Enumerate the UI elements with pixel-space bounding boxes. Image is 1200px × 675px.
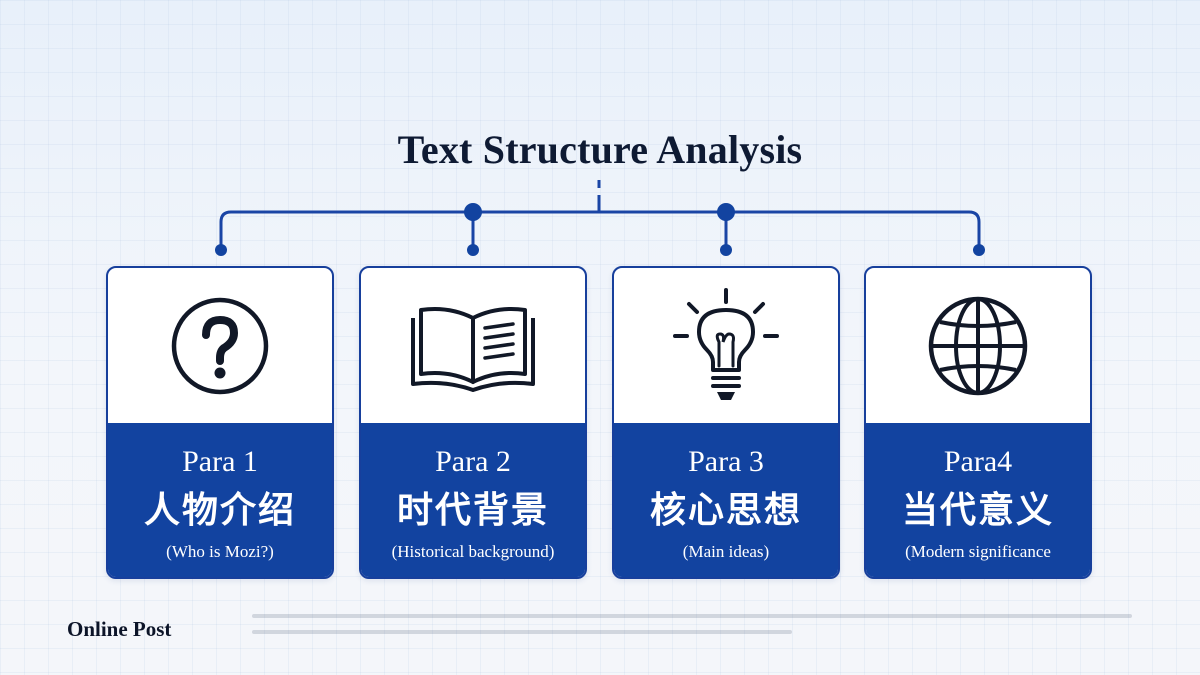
- card-para-3: Para 3 核心思想 (Main ideas): [612, 266, 840, 579]
- card-para-1: Para 1 人物介绍 (Who is Mozi?): [106, 266, 334, 579]
- para-label: Para 3: [688, 445, 764, 478]
- lightbulb-icon: [673, 287, 779, 400]
- card-label-area: Para 3 核心思想 (Main ideas): [614, 423, 838, 577]
- card-label-area: Para4 当代意义 (Modern significance: [866, 423, 1090, 577]
- english-subtitle: (Modern significance: [905, 542, 1051, 561]
- para-label: Para 2: [435, 445, 511, 478]
- card-para-4: Para4 当代意义 (Modern significance: [864, 266, 1092, 579]
- chinese-title: 时代背景: [396, 490, 549, 531]
- open-book-icon: [411, 306, 535, 392]
- question-mark-icon: [171, 297, 269, 394]
- footer-brand: Online Post: [67, 617, 172, 641]
- para-label: Para 1: [182, 445, 258, 478]
- card-para-2: Para 2 时代背景 (Historical background): [359, 266, 587, 579]
- chinese-title: 人物介绍: [143, 490, 296, 531]
- illegible-footnote-decoration: [252, 614, 1132, 634]
- tree-connector: [215, 180, 985, 256]
- chinese-title: 核心思想: [649, 490, 802, 531]
- card-label-area: Para 2 时代背景 (Historical background): [361, 423, 585, 577]
- globe-icon: [928, 296, 1028, 395]
- para-label: Para4: [943, 445, 1013, 478]
- page-title: Text Structure Analysis: [397, 127, 803, 172]
- chinese-title: 当代意义: [901, 490, 1054, 531]
- english-subtitle: (Who is Mozi?): [166, 542, 274, 561]
- card-label-area: Para 1 人物介绍 (Who is Mozi?): [108, 423, 332, 577]
- english-subtitle: (Main ideas): [682, 542, 770, 561]
- english-subtitle: (Historical background): [391, 542, 555, 561]
